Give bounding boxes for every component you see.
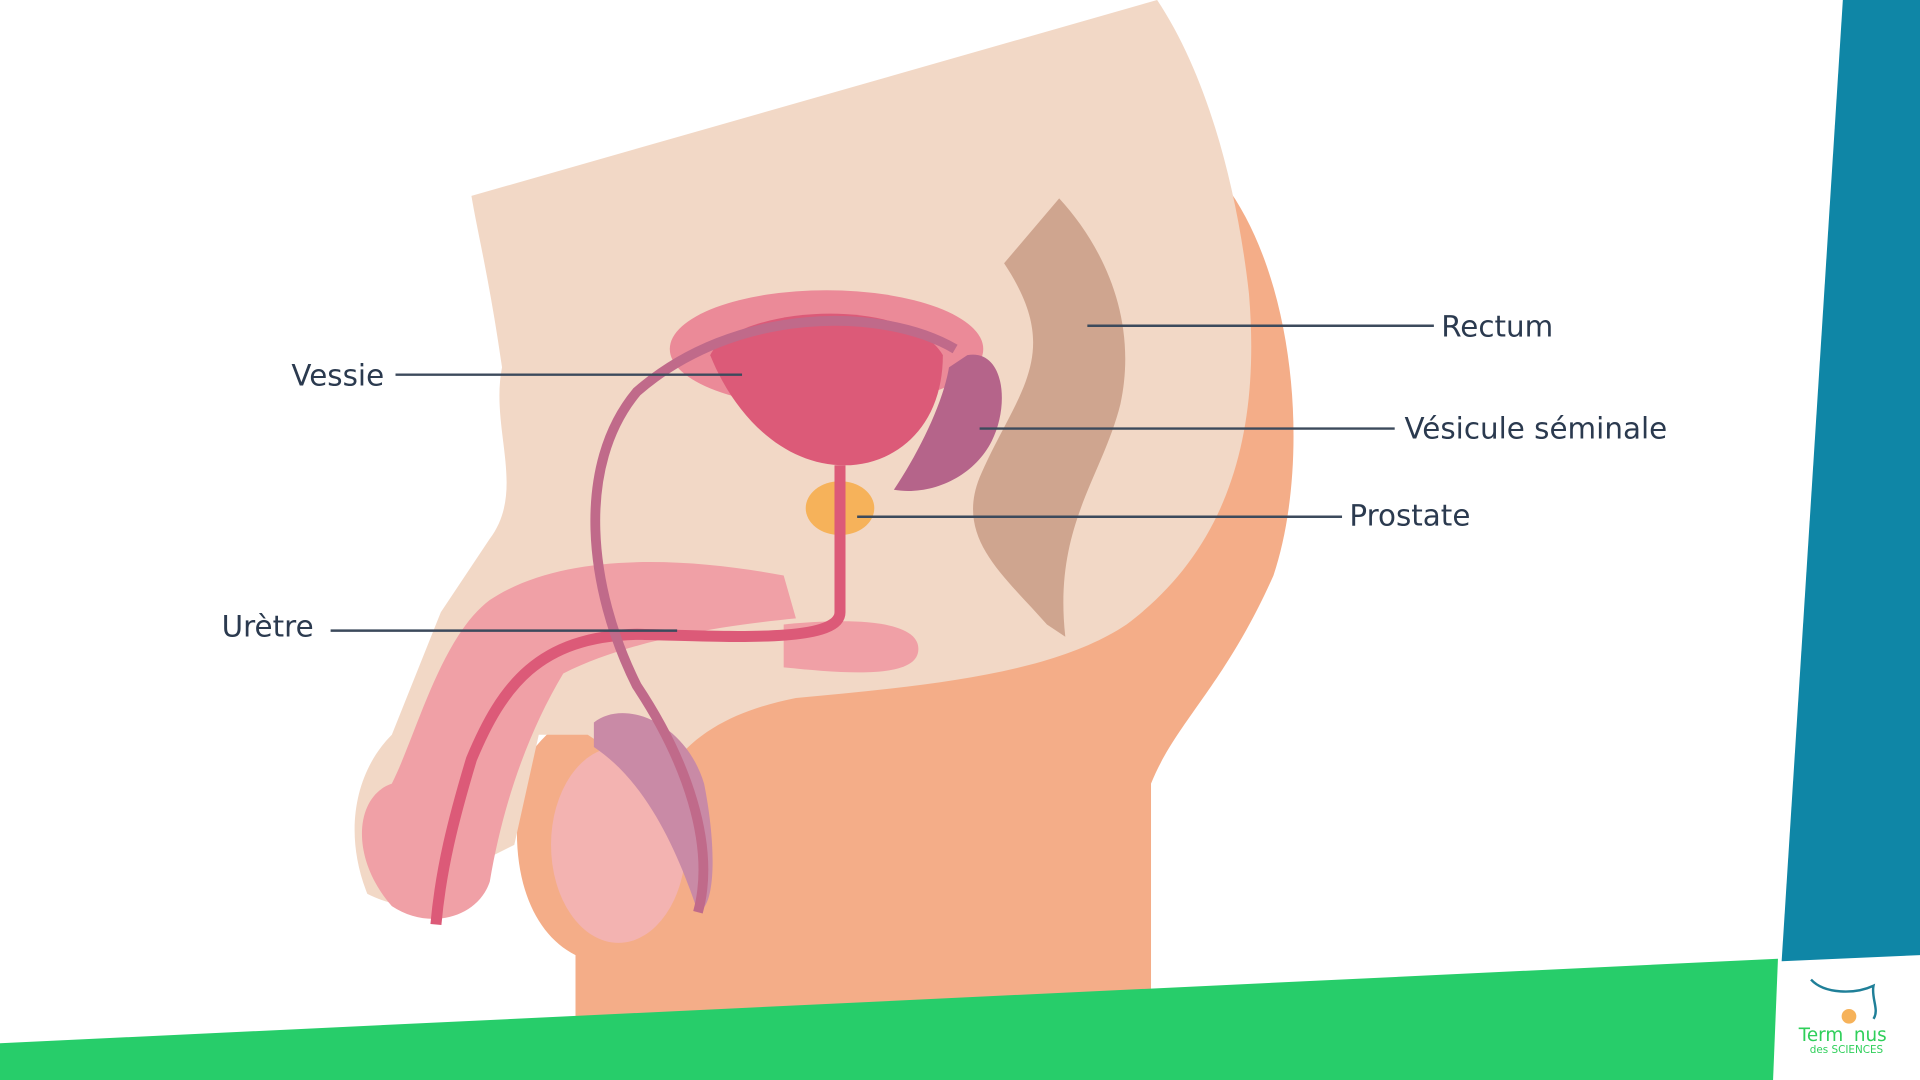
bladder <box>710 313 943 466</box>
label-vesicule-seminale: Vésicule séminale <box>1404 411 1667 445</box>
seminal-vesicle <box>893 354 1002 491</box>
logo-bulb-icon <box>1841 1008 1857 1024</box>
label-rectum: Rectum <box>1441 310 1553 344</box>
vas-deferens <box>590 315 958 914</box>
green-band <box>0 958 1778 1080</box>
body-skin <box>516 183 1294 1017</box>
teal-band <box>1781 0 1920 962</box>
label-vessie: Vessie <box>291 359 384 393</box>
logo-cap-icon <box>1810 978 1877 1020</box>
terminus-logo: Term nus des SCIENCES <box>1798 978 1887 1056</box>
label-prostate: Prostate <box>1349 498 1470 532</box>
label-uretre: Urètre <box>222 610 314 644</box>
logo-text-1b: nus <box>1854 1025 1887 1046</box>
logo-text-2: des SCIENCES <box>1810 1044 1884 1056</box>
penis-shape <box>361 562 796 919</box>
logo-text-1: Term <box>1798 1025 1844 1046</box>
urethra <box>430 465 846 925</box>
rectum-shape <box>973 198 1126 637</box>
